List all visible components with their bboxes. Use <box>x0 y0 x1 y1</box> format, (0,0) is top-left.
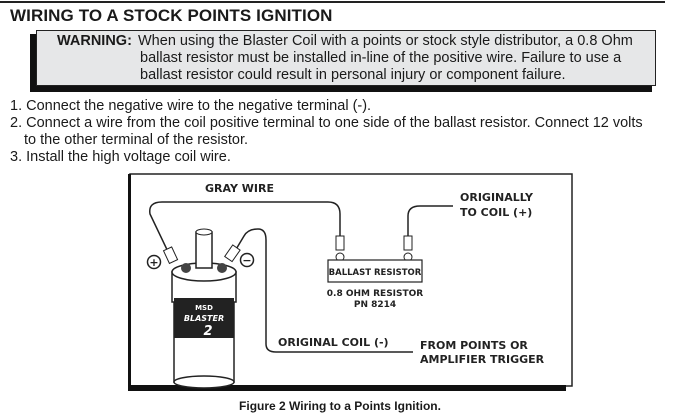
original-coil-negative-label: ORIGINAL COIL (-) <box>278 336 389 349</box>
part-number: PN 8214 <box>354 300 396 310</box>
negative-terminal-icon: − <box>239 252 255 268</box>
list-item: 2. Connect a wire from the coil positive… <box>10 115 643 131</box>
ballast-resistor-label: BALLAST RESISTOR <box>329 268 422 278</box>
list-item: 1. Connect the negative wire to the nega… <box>10 98 372 114</box>
coil-terminal-minus-connector <box>224 244 241 263</box>
positive-terminal-icon: + <box>146 254 162 270</box>
wiring-diagram: BALLAST RESISTOR 0.8 OHM RESISTOR PN 821… <box>128 173 573 391</box>
warning-line: When using the Blaster Coil with a point… <box>138 33 633 49</box>
warning-text: When using the Blaster Coil with a point… <box>138 33 650 84</box>
coil-terminal-plus-connector <box>162 246 179 265</box>
ballast-resistor <box>327 259 423 283</box>
plus-symbol: + <box>149 256 158 269</box>
list-item: 3. Install the high voltage coil wire. <box>10 149 231 165</box>
resistor-spec: 0.8 OHM RESISTOR <box>327 289 424 299</box>
warning-line: ballast resistor could result in persona… <box>140 67 566 83</box>
coil-brand: MSD <box>195 304 213 312</box>
gray-wire <box>149 201 341 259</box>
top-rule <box>0 1 665 3</box>
minus-symbol: − <box>242 254 251 267</box>
originally-label-line1: ORIGINALLY <box>460 191 534 204</box>
resistor-terminal-left <box>335 235 345 262</box>
coil-name: BLASTER <box>184 314 224 323</box>
gray-wire-label: GRAY WIRE <box>205 182 274 195</box>
list-item-continuation: to the other terminal of the resistor. <box>24 132 249 148</box>
instruction-list: 1. Connect the negative wire to the nega… <box>10 98 643 166</box>
diagram-shadow <box>130 385 566 391</box>
originally-label-line2: TO COIL (+) <box>460 206 532 219</box>
warning-box: WARNING: When using the Blaster Coil wit… <box>36 30 656 86</box>
from-points-label-line1: FROM POINTS OR <box>420 339 528 352</box>
warning-label: WARNING: <box>57 33 132 49</box>
figure-caption: Figure 2 Wiring to a Points Ignition. <box>239 399 441 413</box>
from-points-label-line2: AMPLIFIER TRIGGER <box>420 353 545 366</box>
blaster-coil: MSD BLASTER 2 <box>171 228 237 389</box>
original-positive-wire <box>407 205 453 236</box>
warning-line: ballast resistor must be installed in-li… <box>140 50 622 66</box>
negative-wire <box>231 228 413 353</box>
section-title: WIRING TO A STOCK POINTS IGNITION <box>10 6 333 25</box>
resistor-terminal-right <box>403 235 413 262</box>
coil-number: 2 <box>203 324 212 339</box>
diagram-shadow-left <box>128 174 131 391</box>
